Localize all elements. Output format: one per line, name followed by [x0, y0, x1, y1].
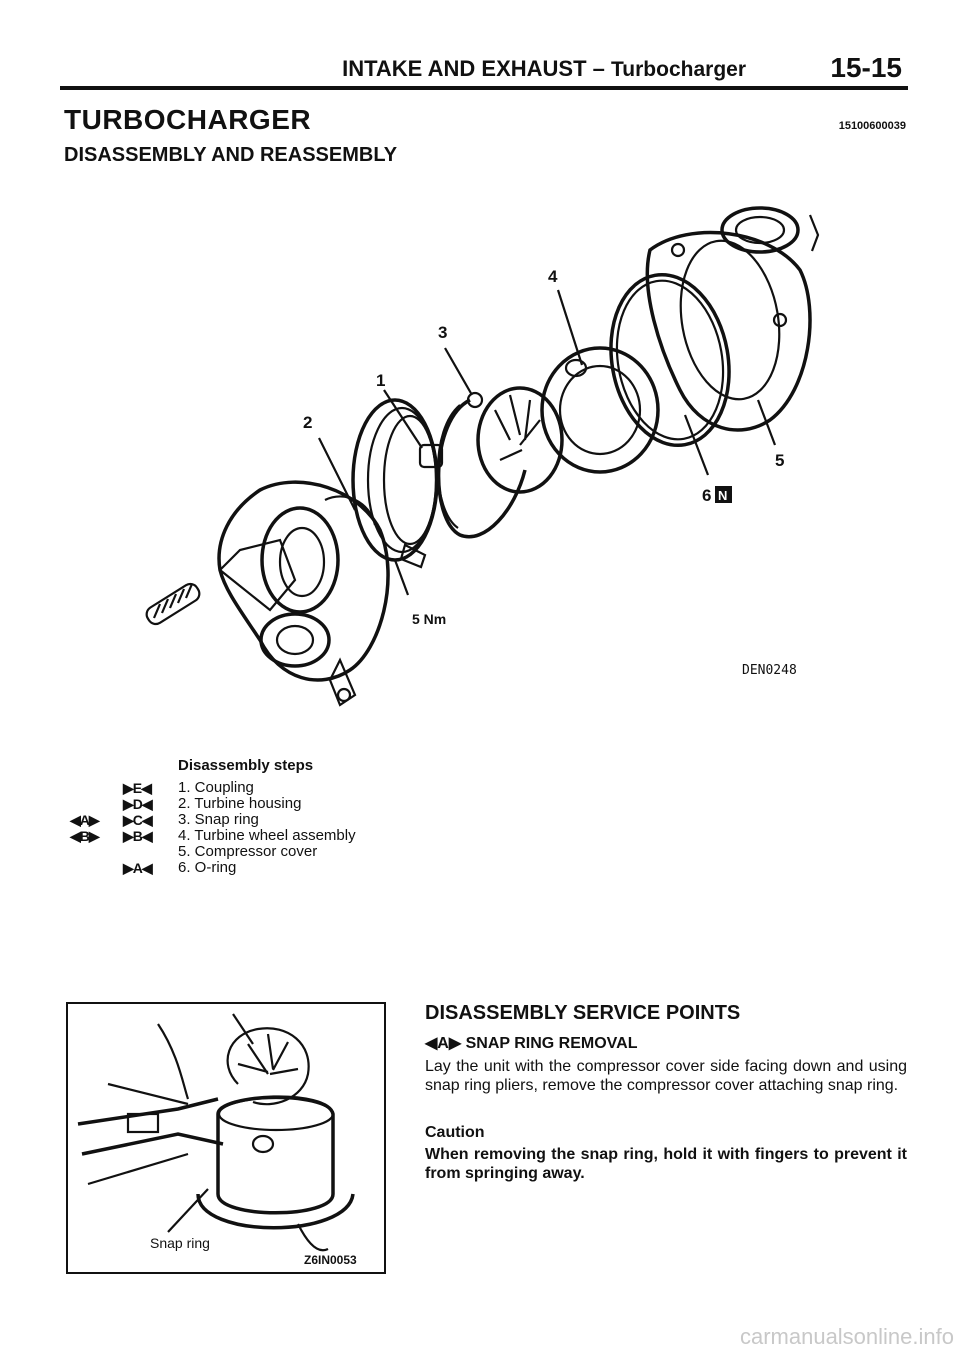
callout-3: 3	[438, 323, 447, 342]
figure-code: DEN0248	[742, 663, 797, 678]
snap-ring-label: Snap ring	[150, 1235, 210, 1251]
coupling-part	[351, 398, 444, 569]
service-body-text: Lay the unit with the compressor cover s…	[425, 1058, 907, 1094]
callout-5: 5	[775, 451, 784, 470]
steps-heading: Disassembly steps	[178, 757, 314, 774]
header-title-dash: –	[592, 56, 605, 81]
service-sub-title: SNAP RING REMOVAL	[465, 1035, 638, 1052]
o-ring-part	[609, 272, 731, 448]
turbocharger-exploded-diagram: 1 2 3 4 5 6 N 5 Nm DEN0248	[145, 206, 820, 707]
header-title: INTAKE AND EXHAUST – Turbocharger	[0, 56, 746, 82]
service-points-heading: DISASSEMBLY SERVICE POINTS	[425, 1002, 741, 1024]
step-3: 3. Snap ring	[178, 811, 259, 828]
step-4: 4. Turbine wheel assembly	[178, 827, 356, 844]
snap-ring-part	[436, 391, 527, 539]
photo-code: Z6IN0053	[304, 1253, 357, 1267]
section-subtitle: DISASSEMBLY AND REASSEMBLY	[64, 144, 398, 166]
callout-4: 4	[548, 267, 558, 286]
callout-6: 6	[702, 486, 711, 505]
pliers-drawing	[77, 1013, 254, 1186]
compressor-cover-part	[645, 206, 820, 432]
snap-ring-pliers-drawing: Snap ring Z6IN0053	[77, 1013, 357, 1267]
service-mark: ◀A▶	[425, 1035, 462, 1052]
step-1-reassembly-mark: ▶E◀	[123, 780, 152, 796]
step-5: 5. Compressor cover	[178, 843, 318, 860]
snap-ring-illustration: Snap ring Z6IN0053	[66, 1002, 386, 1274]
watermark: carmanualsonline.info	[739, 1324, 954, 1349]
header-rule	[60, 86, 908, 90]
section-title: TURBOCHARGER	[64, 104, 312, 135]
caution-text: When removing the snap ring, hold it wit…	[425, 1146, 907, 1182]
caution-label: Caution	[425, 1124, 485, 1141]
turbine-wheel-drawing	[196, 1027, 355, 1252]
step-3-disassembly-mark: ◀A▶	[70, 812, 100, 828]
callout-2: 2	[303, 413, 312, 432]
step-6: 6. O-ring	[178, 859, 237, 876]
step-2: 2. Turbine housing	[178, 795, 302, 812]
replace-mark-letter: N	[718, 488, 727, 503]
turbine-wheel-assembly-part	[476, 346, 660, 494]
replace-mark-icon: N	[715, 486, 732, 503]
step-2-reassembly-mark: ▶D◀	[123, 796, 153, 812]
step-6-reassembly-mark: ▶A◀	[123, 860, 153, 876]
document-code: 15100600039	[838, 120, 906, 132]
step-4-reassembly-mark: ▶B◀	[123, 828, 153, 844]
turbine-housing-part	[217, 480, 390, 707]
stud-bolt-icon	[145, 582, 201, 626]
step-3-reassembly-mark: ▶C◀	[123, 812, 153, 828]
header-title-main: INTAKE AND EXHAUST	[342, 56, 587, 81]
callout-1: 1	[376, 371, 385, 390]
leader-lines	[318, 289, 777, 596]
step-4-disassembly-mark: ◀B▶	[70, 828, 100, 844]
page-number: 15-15	[830, 52, 902, 83]
step-1: 1. Coupling	[178, 779, 254, 796]
header-title-sub: Turbocharger	[611, 58, 746, 81]
torque-label: 5 Nm	[412, 611, 446, 627]
snap-ring-removal-heading: ◀A▶ SNAP RING REMOVAL	[425, 1033, 638, 1053]
